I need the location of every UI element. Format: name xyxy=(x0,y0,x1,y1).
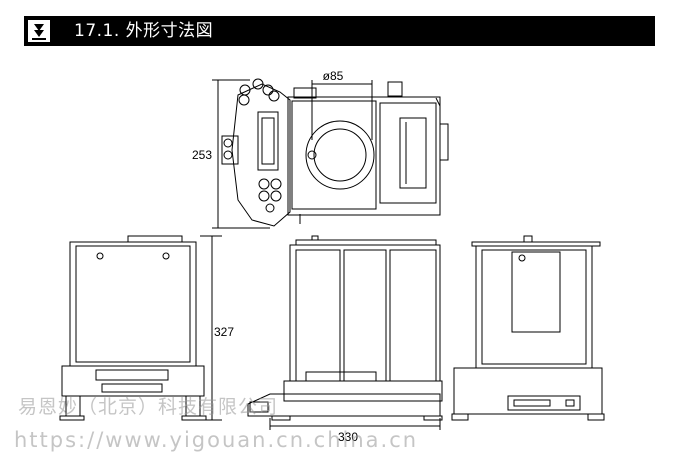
watermark-url: https://www.yigouan.cn.china.cn xyxy=(14,428,419,452)
diameter-label: ø85 xyxy=(323,69,344,83)
section-header: 17.1. 外形寸法図 xyxy=(24,16,655,46)
side-view xyxy=(247,235,443,430)
depth-label: 253 xyxy=(192,148,212,162)
download-arrow-icon xyxy=(24,16,54,46)
top-view xyxy=(212,78,449,229)
front-view xyxy=(59,235,222,421)
width-label: 330 xyxy=(338,430,358,444)
page-title: 17.1. 外形寸法図 xyxy=(74,21,214,41)
watermark-company: 易恩妙（北京）科技有限公司 xyxy=(18,396,279,418)
back-view xyxy=(451,235,605,421)
height-label: 327 xyxy=(214,325,234,339)
